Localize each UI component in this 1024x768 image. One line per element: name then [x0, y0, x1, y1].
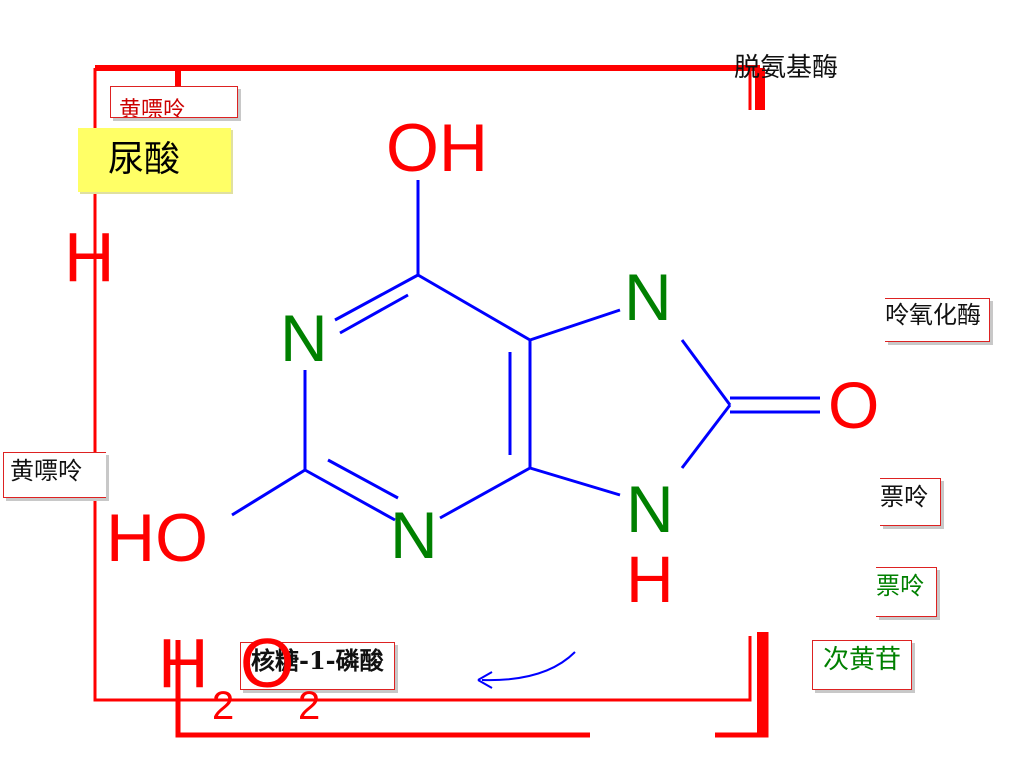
bond-c2-n3: [304, 468, 396, 522]
red-frame: [93, 65, 769, 738]
atom-ho-left: HO: [106, 500, 208, 576]
bond-c6-c5: [417, 273, 531, 342]
atom-n9: N: [626, 472, 674, 546]
atom-o-right: O: [828, 368, 880, 442]
bond-c2-n3-double: [327, 458, 399, 500]
red-h-left: H: [64, 218, 115, 296]
arrow-head: [477, 671, 493, 689]
arrow-curve: [481, 651, 576, 682]
atom-n1: N: [280, 301, 328, 375]
h2o2-sub1: 2: [212, 684, 235, 728]
atom-n7: N: [624, 260, 672, 334]
title-text: 尿酸: [108, 139, 181, 180]
bond-n3-c4: [439, 466, 531, 520]
bond-c6-n1: [334, 273, 419, 322]
bond-n9-c8: [680, 404, 732, 469]
xanthine-left-label: 黄嘌呤: [3, 452, 106, 498]
atom-h9: H: [626, 542, 674, 616]
oxidase-label: 呤氧化酶: [885, 298, 990, 342]
atom-oh-top: OH: [386, 110, 488, 186]
ribose-phosphate-label: 核糖-1-磷酸: [240, 642, 395, 690]
bond-c6-n1-double: [339, 293, 409, 335]
atom-n3: N: [390, 498, 438, 572]
reaction-arrow: [477, 651, 576, 689]
bond-c4-n9: [529, 466, 621, 497]
deaminase-label: 脱氨基酶: [734, 53, 839, 83]
bond-c2-ho: [231, 468, 306, 517]
hypoxanthine-nucleoside-label: 次黄苷: [812, 640, 913, 690]
title-badge: 尿酸: [78, 128, 231, 192]
molecule-bonds: [231, 180, 820, 522]
bottom-gap: [590, 730, 715, 742]
purine-green-label: 票呤: [876, 567, 937, 617]
bond-n7-c8: [680, 339, 732, 406]
bond-c5-n7: [529, 308, 621, 342]
purine-mid-label: 票呤: [880, 478, 941, 526]
frame-inner-rect: [93, 68, 752, 702]
h2o2-o: O: [240, 624, 295, 702]
h2o2-sub2: 2: [298, 684, 321, 728]
xanthine-top-label: 黄嘌呤: [110, 86, 238, 118]
h2o2-h: H: [158, 624, 209, 702]
